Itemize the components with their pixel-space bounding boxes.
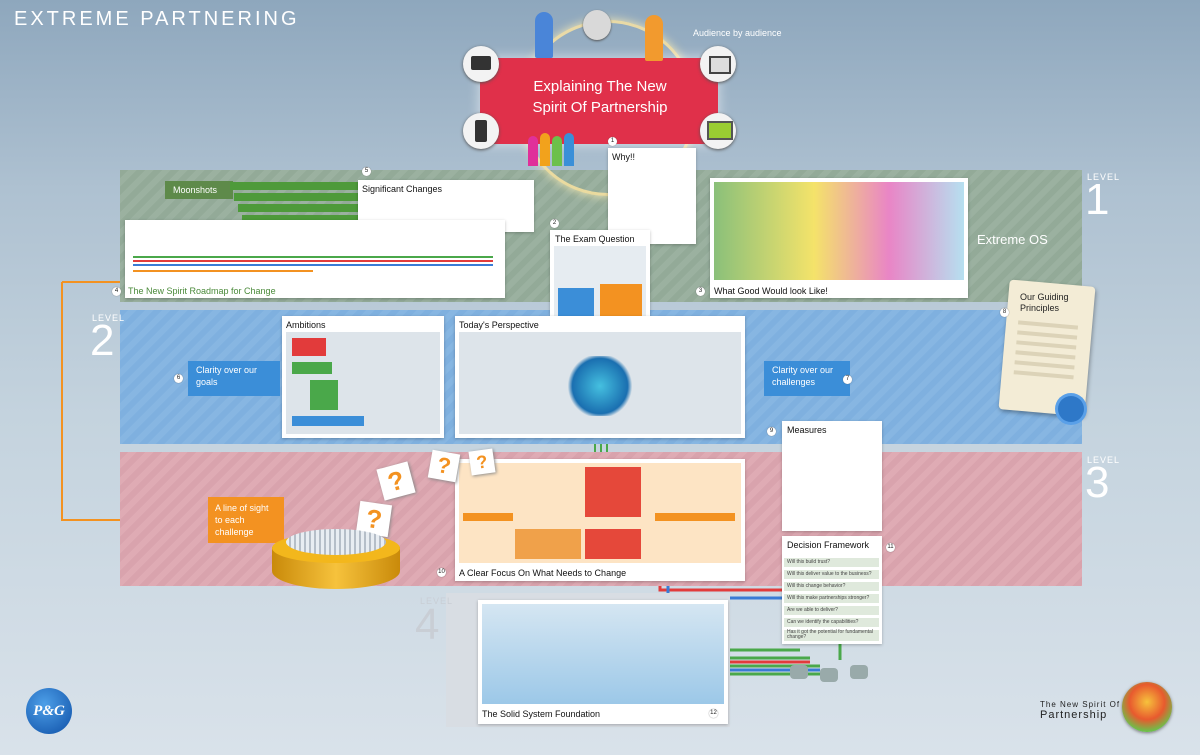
level-1-label: LEVEL (1087, 172, 1121, 182)
rosette-icon (1058, 396, 1084, 422)
marker-11: 11 (886, 543, 895, 552)
decision-framework-title: Decision Framework (787, 540, 870, 550)
hero-box (480, 58, 718, 144)
marker-8: 8 (1000, 308, 1009, 317)
desktop-device-icon (700, 113, 736, 149)
decision-question: Will this deliver value to the business? (784, 570, 879, 579)
level-3-label: LEVEL (1087, 455, 1121, 465)
clear-focus-panel[interactable] (455, 459, 745, 581)
level-2-number: 2 (90, 316, 115, 365)
page-title: EXTREME PARTNERING (14, 8, 300, 30)
solid-foundation-panel[interactable] (478, 600, 728, 724)
partnership-logo-line2: Partnership (1040, 709, 1108, 721)
ereader-device-icon (700, 46, 736, 82)
clarity-challenges-box: Clarity over our challenges (764, 361, 850, 396)
partnership-logo-line1: The New Spirit Of (1040, 700, 1121, 709)
ambitions-title: Ambitions (286, 320, 326, 330)
marker-6: 6 (174, 374, 183, 383)
plug-icon (820, 668, 838, 682)
plug-icon (850, 665, 868, 679)
avatar-head-icon (583, 10, 611, 40)
marker-5: 5 (362, 167, 371, 176)
exam-question-title: The Exam Question (555, 234, 635, 244)
solid-foundation-title: The Solid System Foundation (482, 709, 601, 719)
why-panel[interactable] (608, 148, 696, 244)
people-figures-icon (528, 128, 588, 173)
marker-4: 4 (112, 287, 121, 296)
blue-figure-icon (535, 12, 553, 58)
guiding-principles-title: Our Guiding Principles (1020, 292, 1069, 313)
marker-9: 9 (767, 427, 776, 436)
level-4-label: LEVEL (420, 596, 454, 606)
todays-perspective-title: Today's Perspective (459, 320, 539, 330)
why-title: Why!! (612, 152, 636, 162)
tablet-device-icon (463, 46, 499, 82)
decision-question: Will this change behavior? (784, 582, 879, 591)
todays-perspective-panel[interactable] (455, 316, 745, 438)
question-mark-icon: ? (468, 448, 496, 476)
tree-logo-icon (1122, 682, 1172, 732)
plug-icon (790, 665, 808, 679)
clarity-goals-box: Clarity over our goals (188, 361, 280, 396)
line-of-sight-box: A line of sight to each challenge (208, 497, 284, 543)
ambitions-panel[interactable] (282, 316, 444, 438)
marker-3: 3 (696, 287, 705, 296)
orange-figure-icon (645, 15, 663, 61)
decision-question: Has it got the potential for fundamental… (784, 630, 879, 641)
marker-1: 1 (608, 137, 617, 146)
moonshots-label: Moonshots (165, 181, 233, 199)
significant-changes-title: Significant Changes (362, 184, 443, 194)
what-good-panel[interactable] (710, 178, 968, 298)
level-2-label: LEVEL (92, 313, 126, 323)
marker-2: 2 (550, 219, 559, 228)
marker-10: 10 (437, 568, 446, 577)
decision-question: Will this make partnerships stronger? (784, 594, 879, 603)
roadmap-title: The New Spirit Roadmap for Change (128, 286, 276, 296)
question-mark-icon: ? (427, 449, 461, 483)
level-3-number: 3 (1085, 458, 1110, 507)
roadmap-panel[interactable] (125, 220, 505, 298)
audience-label: Audience by audience (693, 28, 782, 38)
decision-question: Can we identify the capabilities? (784, 618, 879, 627)
phone-device-icon (463, 113, 499, 149)
gold-cylinder-icon (272, 525, 400, 601)
marker-12: 12 (709, 709, 718, 718)
measures-panel[interactable] (782, 421, 882, 531)
what-good-title: What Good Would look Like! (714, 286, 828, 296)
decision-question: Are we able to deliver? (784, 606, 879, 615)
measures-title: Measures (787, 425, 827, 435)
level-1-number: 1 (1085, 175, 1110, 224)
marker-7: 7 (843, 375, 852, 384)
clear-focus-title: A Clear Focus On What Needs to Change (459, 568, 627, 578)
decision-question: Will this build trust? (784, 558, 879, 567)
level-4-number: 4 (415, 600, 440, 649)
hero-title: Explaining The New Spirit Of Partnership (532, 78, 668, 116)
extreme-os-label: Extreme OS (977, 232, 1048, 247)
pg-logo: P&G (26, 688, 72, 734)
